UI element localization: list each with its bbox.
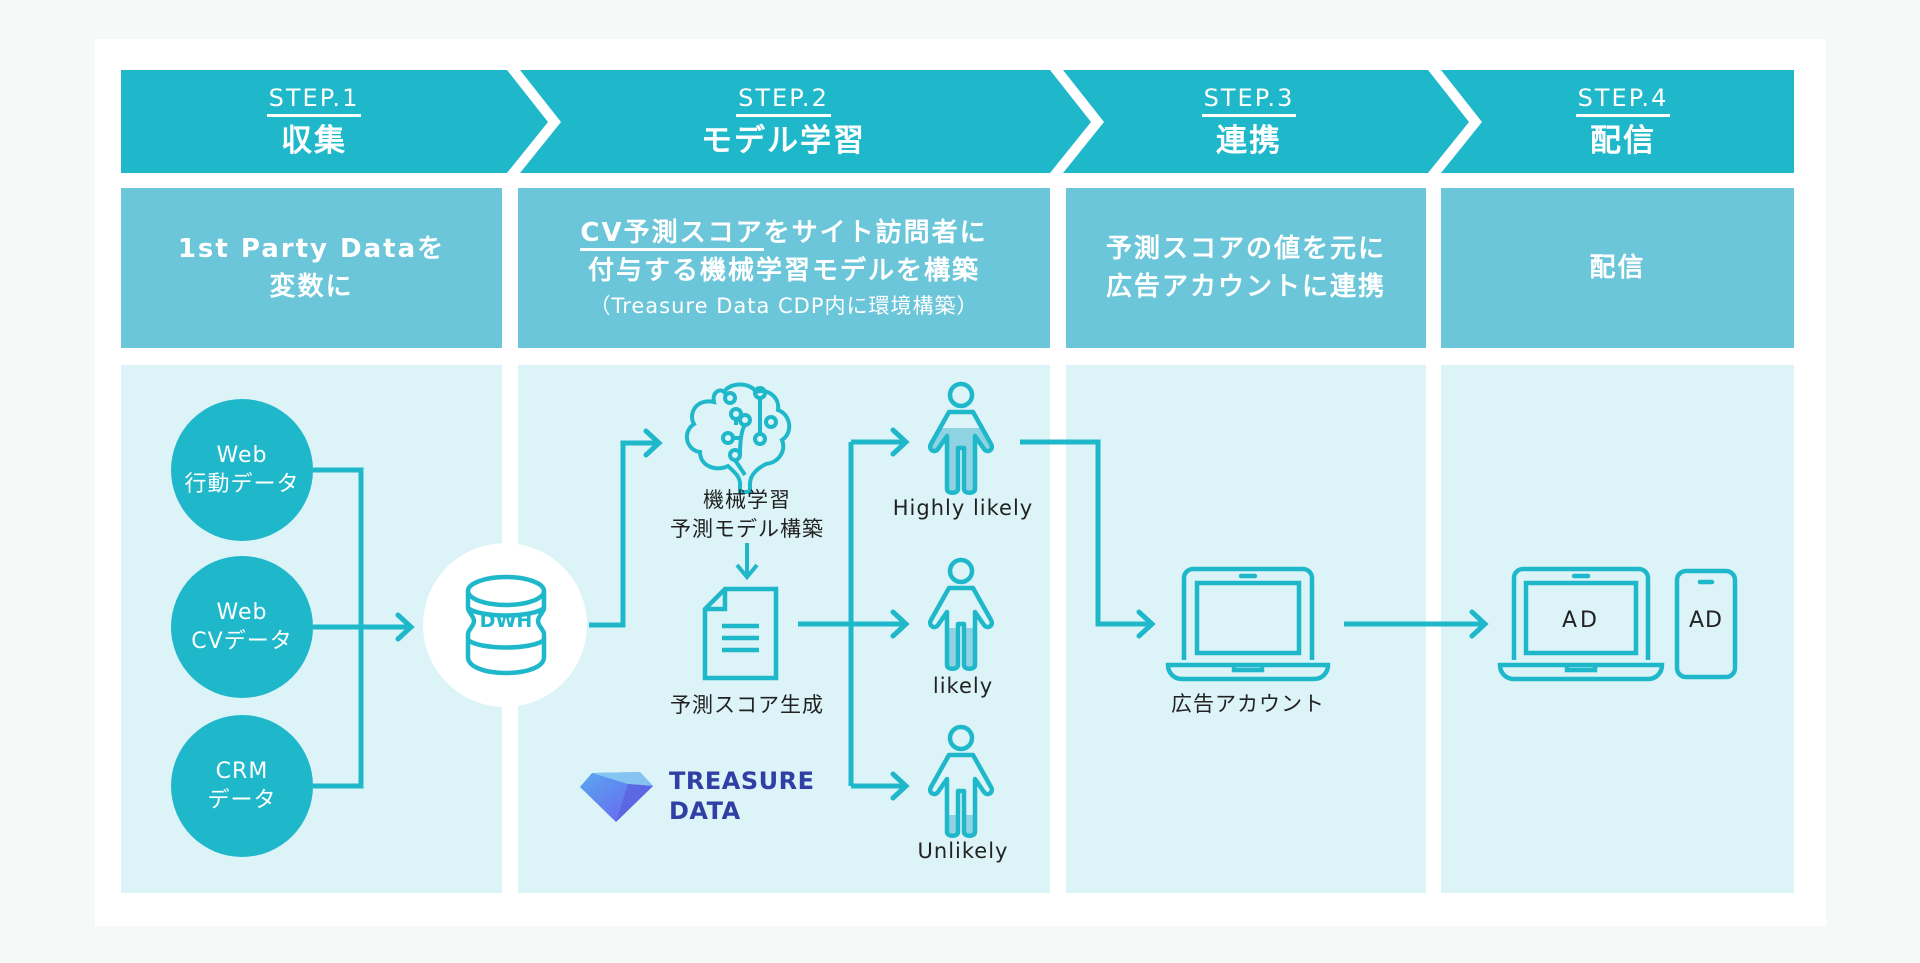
- source-connector: [313, 467, 410, 789]
- arrowhead-icon: [643, 428, 663, 458]
- step-3-header: STEP.3 連携: [1104, 70, 1394, 173]
- document-icon: [702, 586, 779, 681]
- step-1-number: STEP.1: [266, 84, 362, 117]
- arrowhead-icon: [890, 427, 910, 457]
- step-3-name: 連携: [1216, 123, 1282, 159]
- step-1-header: STEP.1 収集: [121, 70, 507, 173]
- step-4-chevron: [1441, 70, 1794, 173]
- source-web-cv: Web CVデータ: [171, 556, 313, 698]
- step-4-header: STEP.4 配信: [1482, 70, 1764, 173]
- segment-to-account-connector: [1020, 439, 1148, 627]
- step-2-number: STEP.2: [736, 84, 831, 117]
- ad-phone-label: AD: [1689, 608, 1723, 633]
- brain-icon: [684, 382, 792, 494]
- step-1-desc-line: 変数に: [269, 272, 354, 302]
- step-2-name: モデル学習: [701, 123, 866, 159]
- person-body: [928, 585, 994, 671]
- step-3-chevron: [1063, 70, 1469, 173]
- step-2-desc-rest: をサイト訪問者に: [763, 218, 988, 248]
- model-to-score-arrow: [735, 543, 759, 581]
- segment-label-unlikely: Unlikely: [917, 839, 1009, 863]
- laptop-icon: [1165, 566, 1331, 682]
- cv-score-highlight: CV予測スコア: [580, 218, 764, 251]
- step-2-header: STEP.2 モデル学習: [561, 70, 1006, 173]
- gem-facet: [592, 772, 653, 786]
- model-label-line1: 機械学習: [703, 488, 791, 512]
- step-1-chevron: [121, 70, 548, 173]
- score-to-segment-connector: [798, 439, 903, 789]
- step-2-chevron: [520, 70, 1091, 173]
- step-2-desc-note: （Treasure Data CDP内に環境構築）: [589, 294, 979, 318]
- step-3-desc-line: 予測スコアの値を元に: [1105, 234, 1386, 264]
- score-label: 予測スコア生成: [670, 693, 824, 717]
- source-crm: CRM データ: [171, 715, 313, 857]
- person-body: [928, 409, 994, 495]
- person-body: [928, 752, 994, 838]
- dwh-label: DWH: [479, 610, 533, 632]
- dwh-to-model-connector: [589, 440, 658, 628]
- person-head: [947, 724, 975, 752]
- treasure-data-line1: TREASURE: [669, 767, 815, 795]
- arrowhead-icon: [890, 771, 910, 801]
- step-4-name: 配信: [1590, 123, 1656, 159]
- source-line2: CVデータ: [191, 629, 293, 654]
- ad-laptop-label: AD: [1562, 608, 1600, 633]
- segment-label-likely: likely: [932, 674, 994, 698]
- step-1-description: 1st Party Dataを 変数に: [121, 188, 502, 348]
- arrowhead-icon: [890, 609, 910, 639]
- ad-laptop-icon: [1497, 566, 1665, 682]
- person-head: [947, 557, 975, 585]
- step-1-desc-line: 1st Party Dataを: [177, 234, 446, 264]
- person-head: [947, 381, 975, 409]
- segment-label-highly-likely: Highly likely: [892, 496, 1034, 520]
- step-2-desc-line: CV予測スコアをサイト訪問者に: [580, 214, 987, 252]
- source-line2: 行動データ: [184, 472, 300, 497]
- source-web-behavior: Web 行動データ: [171, 399, 313, 541]
- step-4-description: 配信: [1441, 188, 1794, 348]
- step-4-number: STEP.4: [1575, 84, 1671, 117]
- step-3-description: 予測スコアの値を元に 広告アカウントに連携: [1066, 188, 1426, 348]
- dwh-circle: [423, 543, 587, 707]
- step-3-desc-line: 広告アカウントに連携: [1105, 272, 1386, 302]
- model-label-line2: 予測モデル構築: [670, 517, 824, 541]
- source-line1: Web: [216, 443, 268, 468]
- database-icon: [465, 574, 547, 676]
- step-3-number: STEP.3: [1201, 84, 1297, 117]
- ad-account-label: 広告アカウント: [1171, 692, 1325, 716]
- treasure-data-wordmark: TREASURE DATA: [669, 766, 814, 826]
- source-line2: データ: [207, 788, 277, 813]
- step-2-desc-line: 付与する機械学習モデルを構築: [587, 256, 980, 286]
- step-2-description: CV予測スコアをサイト訪問者に 付与する機械学習モデルを構築 （Treasure…: [518, 188, 1050, 348]
- arrowhead-icon: [395, 612, 415, 642]
- source-line1: Web: [216, 600, 268, 625]
- step-3-panel: [1066, 365, 1426, 893]
- arrowhead-icon: [1469, 609, 1489, 639]
- arrowhead-icon: [1136, 609, 1156, 639]
- gem-facet: [616, 784, 653, 822]
- step-1-name: 収集: [281, 123, 347, 159]
- source-line1: CRM: [215, 759, 269, 784]
- step-4-desc-line: 配信: [1589, 253, 1646, 283]
- ad-phone-icon: [1674, 568, 1738, 680]
- treasure-data-line2: DATA: [669, 797, 741, 825]
